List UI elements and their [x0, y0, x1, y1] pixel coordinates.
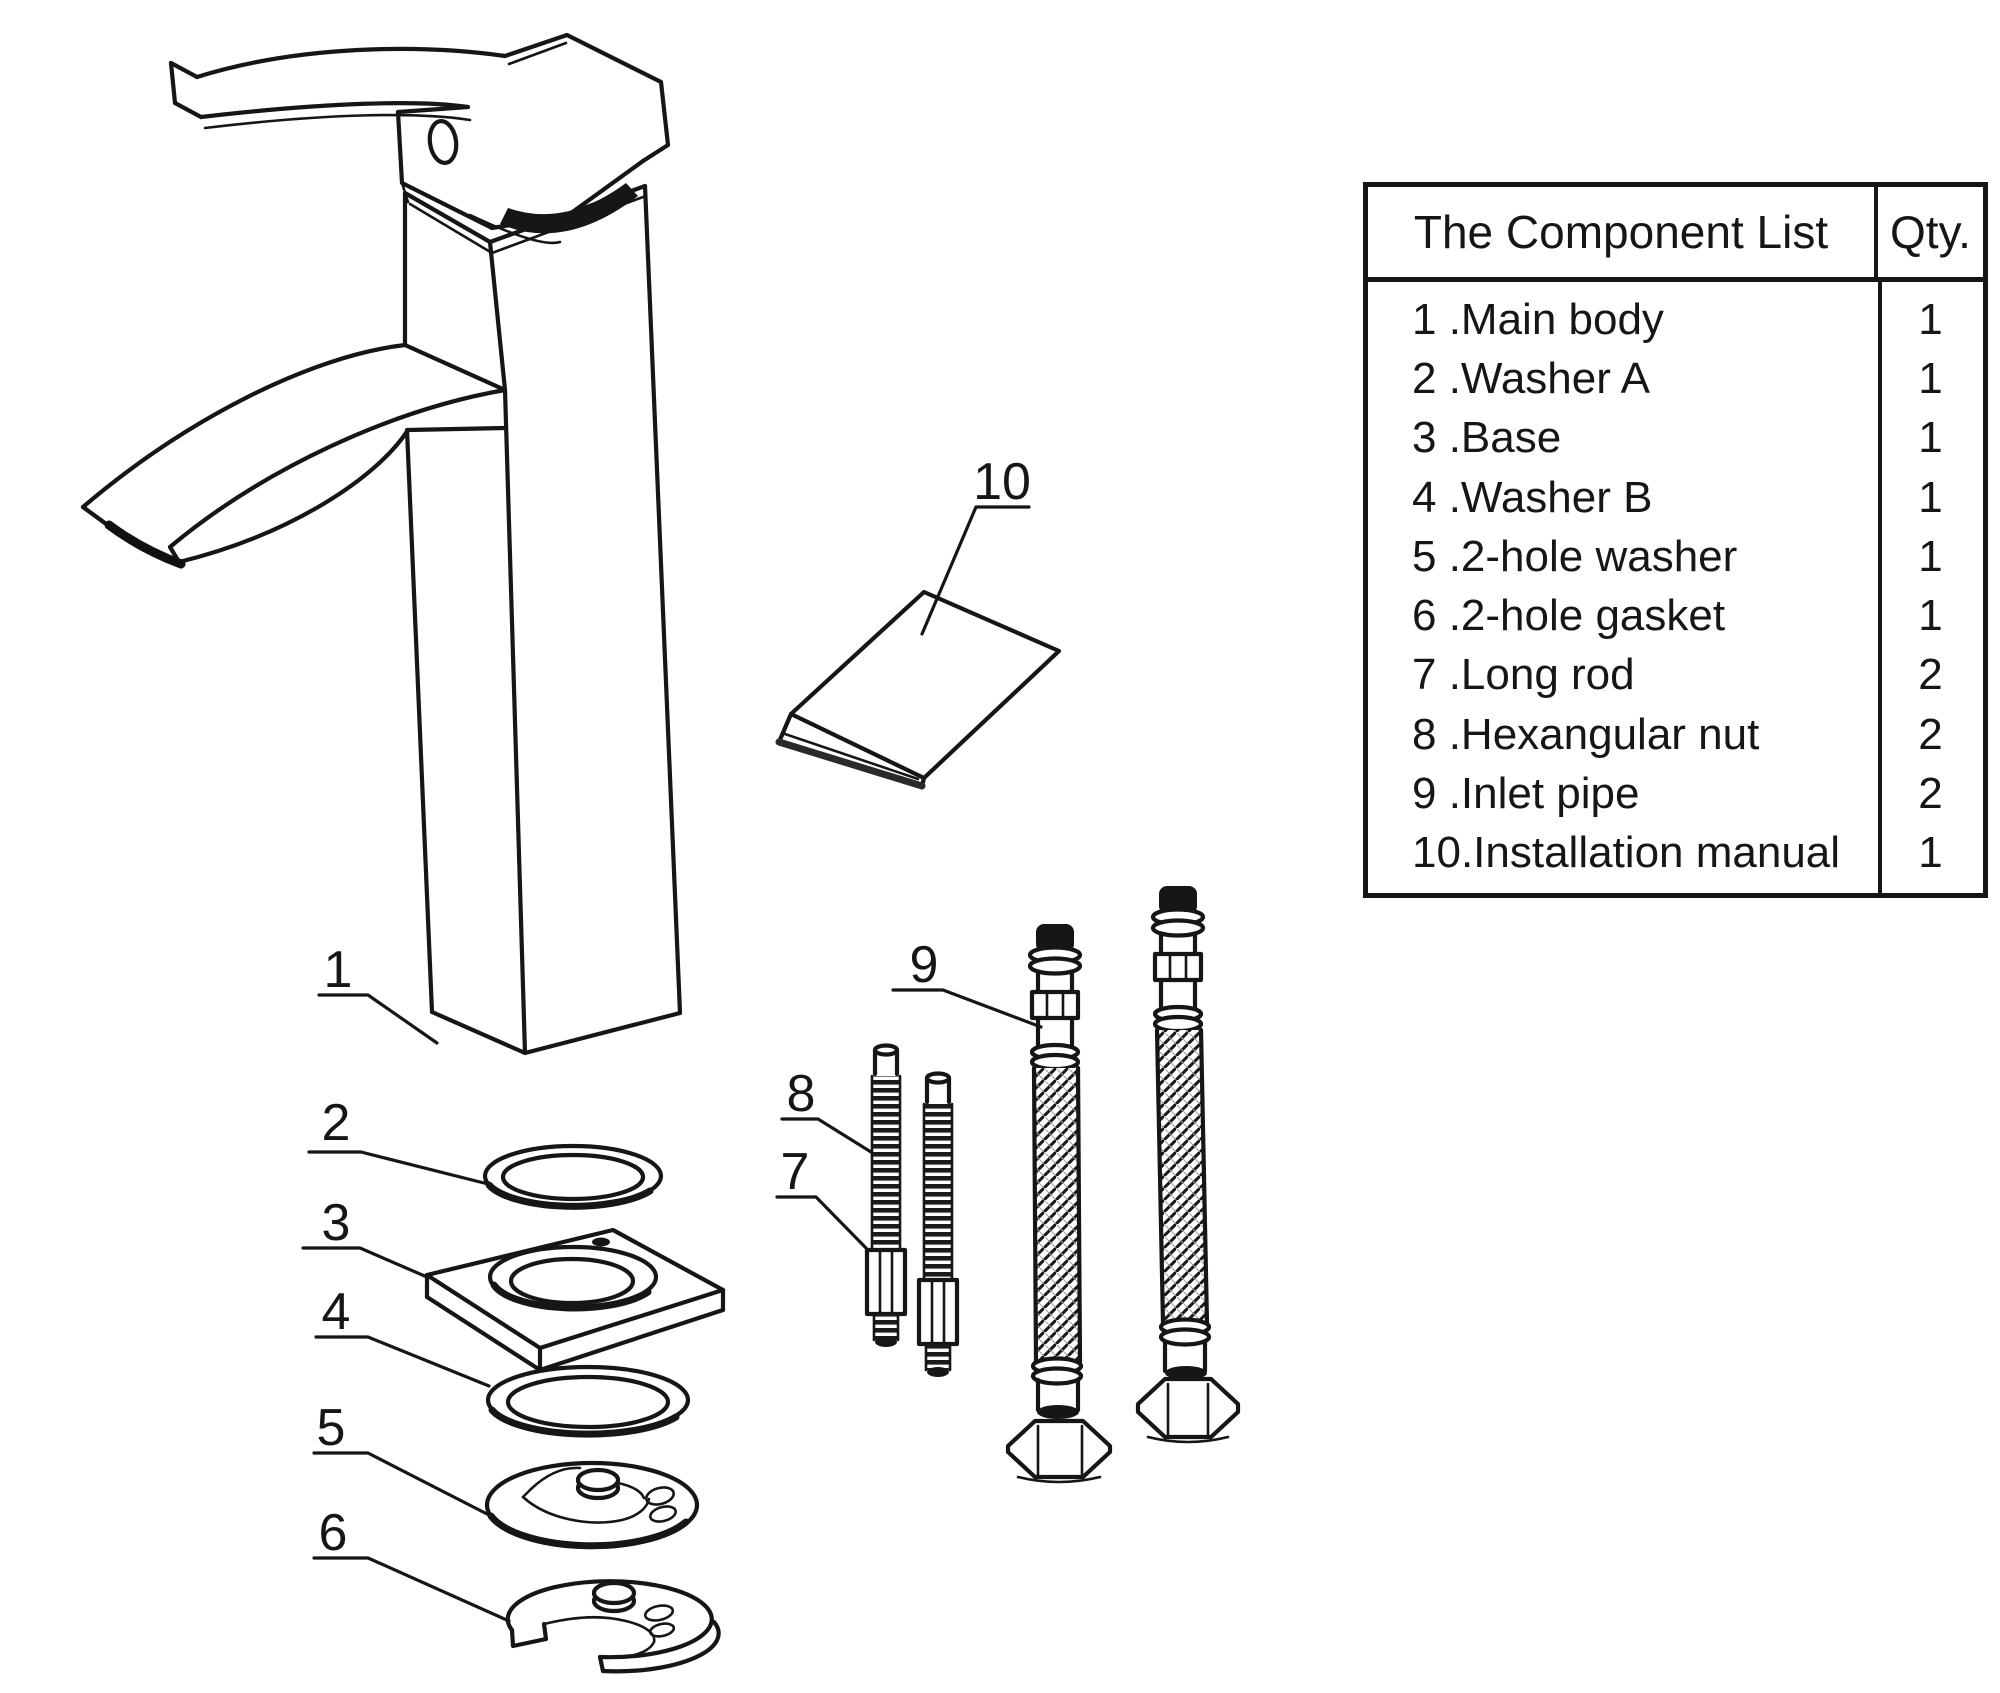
component-name-cell: 9 .Inlet pipe — [1412, 769, 1640, 819]
part-label-7: 7 — [775, 1143, 868, 1250]
table-row: 5 .2-hole washer 1 — [1368, 527, 1983, 586]
component-name-cell: 4 .Washer B — [1412, 472, 1653, 522]
part-label-2: 2 — [307, 1094, 490, 1186]
component-qty-cell: 2 — [1918, 709, 1943, 759]
part-label-3: 3 — [301, 1194, 429, 1279]
inlet-pipe-drawing-1 — [1005, 924, 1113, 1484]
component-name-cell: 6 .2-hole gasket — [1412, 591, 1726, 641]
component-qty-cell: 2 — [1918, 650, 1943, 700]
spout — [80, 342, 508, 569]
washer-b-drawing — [485, 1364, 691, 1438]
component-qty-cell: 1 — [1918, 591, 1943, 641]
component-qty-cell: 1 — [1918, 828, 1943, 878]
component-name-cell: 1 .Main body — [1412, 294, 1664, 344]
part-number-6: 6 — [319, 1504, 348, 1562]
part-label-5: 5 — [312, 1399, 491, 1517]
component-list-table: The Component List Qty. 1 .Main body 1 2… — [1363, 182, 1988, 898]
hexangular-nut-drawing-2 — [916, 1277, 960, 1347]
component-table-body: 1 .Main body 1 2 .Washer A 1 3 .Base 1 4… — [1368, 282, 1983, 893]
part-number-9: 9 — [910, 936, 939, 994]
part-number-4: 4 — [322, 1283, 351, 1341]
component-name-cell: 10.Installation manual — [1412, 828, 1841, 878]
base-drawing — [424, 1227, 726, 1373]
inlet-pipe-drawing-2 — [1135, 886, 1241, 1444]
component-table-header: The Component List Qty. — [1368, 187, 1983, 282]
long-rod-drawing-2 — [916, 1071, 960, 1377]
part-number-2: 2 — [322, 1094, 351, 1152]
two-hole-gasket-drawing — [505, 1579, 721, 1674]
component-name-cell: 7 .Long rod — [1412, 650, 1635, 700]
component-qty-cell: 1 — [1918, 294, 1943, 344]
part-label-8: 8 — [780, 1065, 873, 1154]
component-qty-cell: 1 — [1918, 413, 1943, 463]
component-qty-cell: 1 — [1918, 353, 1943, 403]
table-row: 3 .Base 1 — [1368, 409, 1983, 468]
part-labels: 1 2 3 4 5 6 7 — [301, 453, 1043, 1623]
part-number-1: 1 — [324, 941, 353, 999]
table-row: 9 .Inlet pipe 2 — [1368, 764, 1983, 823]
long-rod-drawing-1 — [864, 1043, 908, 1347]
table-row: 8 .Hexangular nut 2 — [1368, 705, 1983, 764]
two-hole-washer-drawing — [484, 1460, 700, 1550]
installation-manual-drawing — [775, 589, 1062, 790]
component-qty-cell: 1 — [1918, 531, 1943, 581]
component-name-cell: 5 .2-hole washer — [1412, 531, 1738, 581]
part-number-10: 10 — [973, 453, 1031, 511]
handle-lever — [168, 46, 508, 130]
component-name-cell: 2 .Washer A — [1412, 353, 1651, 403]
table-row: 7 .Long rod 2 — [1368, 646, 1983, 705]
table-row: 2 .Washer A 1 — [1368, 349, 1983, 408]
table-row: 4 .Washer B 1 — [1368, 468, 1983, 527]
part-number-8: 8 — [787, 1065, 816, 1123]
part-number-5: 5 — [317, 1399, 346, 1457]
faucet-column — [402, 183, 683, 1056]
table-row: 1 .Main body 1 — [1368, 290, 1983, 349]
qty-header-cell: Qty. — [1890, 206, 1971, 258]
part-label-9: 9 — [891, 936, 1043, 1029]
part-number-3: 3 — [322, 1194, 351, 1252]
part-label-10: 10 — [920, 453, 1031, 636]
component-name-cell: 8 .Hexangular nut — [1412, 709, 1760, 759]
table-row: 10.Installation manual 1 — [1368, 824, 1983, 883]
part-label-1: 1 — [317, 941, 439, 1045]
hexangular-nut-drawing-1 — [864, 1247, 908, 1317]
part-number-7: 7 — [781, 1143, 810, 1201]
part-label-6: 6 — [312, 1504, 511, 1623]
component-name-cell: 3 .Base — [1412, 413, 1562, 463]
part-label-4: 4 — [314, 1283, 491, 1388]
component-list-header-cell: The Component List — [1368, 187, 1878, 277]
washer-a-drawing — [482, 1143, 664, 1210]
component-qty-cell: 2 — [1918, 769, 1943, 819]
component-qty-cell: 1 — [1918, 472, 1943, 522]
table-row: 6 .2-hole gasket 1 — [1368, 586, 1983, 645]
main-body-drawing — [80, 32, 683, 1056]
